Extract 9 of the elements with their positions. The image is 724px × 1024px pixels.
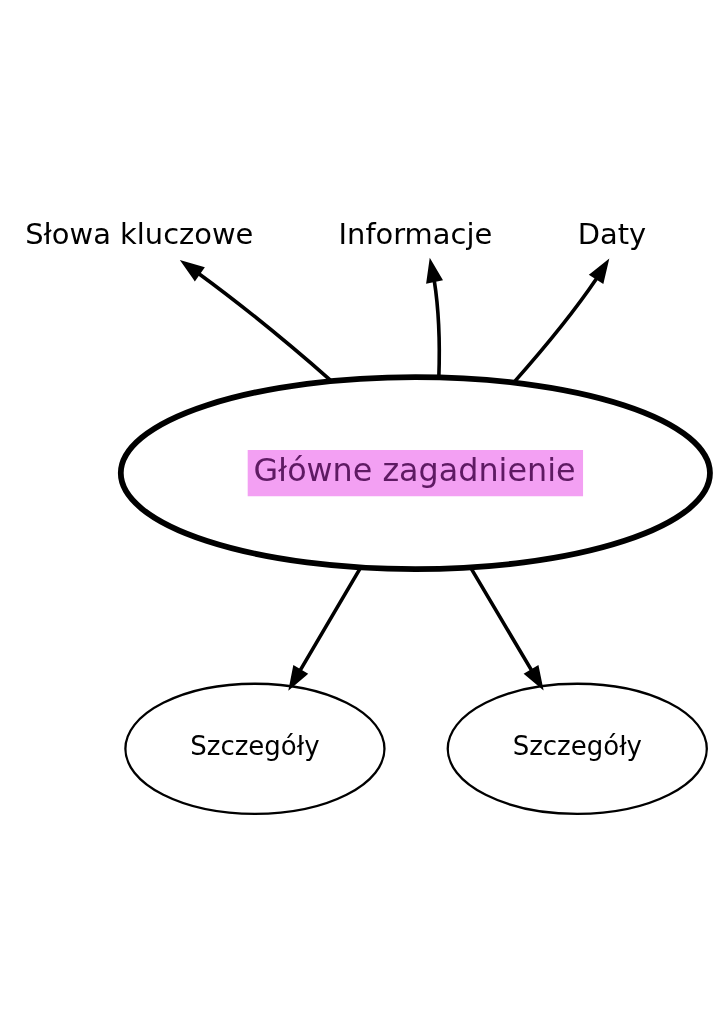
node-ellipse: Główne zagadnienie (117, 373, 713, 572)
node-ellipse: Szczegóły (446, 682, 708, 815)
node-text: Słowa kluczowe (25, 216, 254, 251)
node-ellipse: Szczegóły (124, 682, 386, 815)
arrow (426, 257, 443, 377)
arrow (179, 259, 333, 382)
arrow (512, 258, 610, 383)
node-text: Informacje (338, 216, 493, 251)
node-text: Daty (577, 216, 647, 251)
